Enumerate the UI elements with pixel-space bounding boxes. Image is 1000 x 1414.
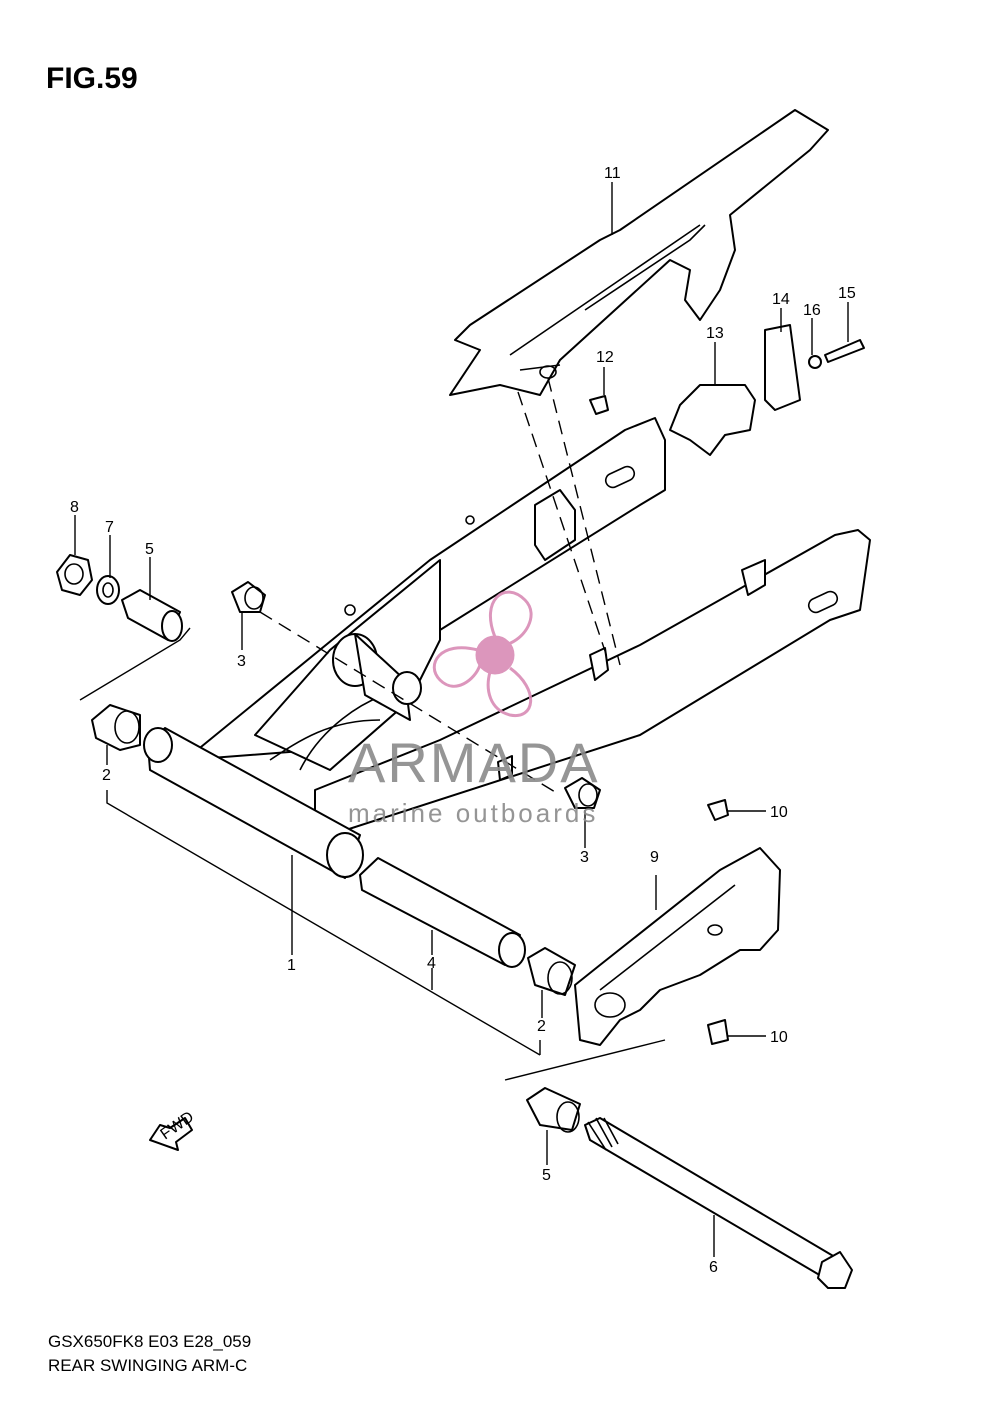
callout-11: 11: [604, 165, 621, 182]
callout-7: 7: [105, 519, 114, 536]
sleeve: [359, 857, 526, 968]
callout-1: 1: [287, 957, 296, 974]
callout-numbers: 11 12 13 14 16 15 8 7 5 3 2 3 9 10 10 1 …: [70, 165, 856, 1276]
diagram-code: GSX650FK8 E03 E28_059: [48, 1332, 252, 1351]
callout-2-left: 2: [102, 767, 111, 784]
callout-13: 13: [706, 325, 724, 342]
pivot-shaft: [584, 1117, 853, 1289]
callout-3-left: 3: [237, 653, 246, 670]
callout-10-bottom: 10: [770, 1029, 788, 1046]
callout-8: 8: [70, 499, 79, 516]
watermark-brand: ARMADA: [348, 731, 600, 794]
swing-arm: [143, 417, 871, 879]
callout-12: 12: [596, 349, 614, 366]
leader-lines: [74, 182, 849, 1257]
watermark-tagline: marine outboards: [348, 798, 598, 828]
diagram-name: REAR SWINGING ARM-C: [48, 1356, 248, 1375]
callout-5-top: 5: [145, 541, 154, 558]
chain-guide: [574, 799, 781, 1046]
figure-title: FIG.59: [46, 62, 138, 95]
callout-3-right: 3: [580, 849, 589, 866]
footer: GSX650FK8 E03 E28_059 REAR SWINGING ARM-…: [48, 1330, 251, 1378]
callout-14: 14: [772, 291, 790, 308]
chain-cover: [449, 109, 829, 396]
callout-5-bottom: 5: [542, 1167, 551, 1184]
chain-guide-hardware: [589, 324, 865, 456]
callout-9: 9: [650, 849, 659, 866]
callout-15: 15: [838, 285, 856, 302]
callout-16: 16: [803, 302, 821, 319]
armada-logo-icon: [432, 590, 533, 717]
bearings-spacers: [56, 554, 601, 1133]
callout-10-top: 10: [770, 804, 788, 821]
callout-6: 6: [709, 1259, 718, 1276]
watermark: ARMADA marine outboards: [348, 590, 600, 828]
forward-arrow: FWD: [149, 1108, 197, 1151]
callout-2-right: 2: [537, 1018, 546, 1035]
callout-4: 4: [427, 955, 436, 972]
